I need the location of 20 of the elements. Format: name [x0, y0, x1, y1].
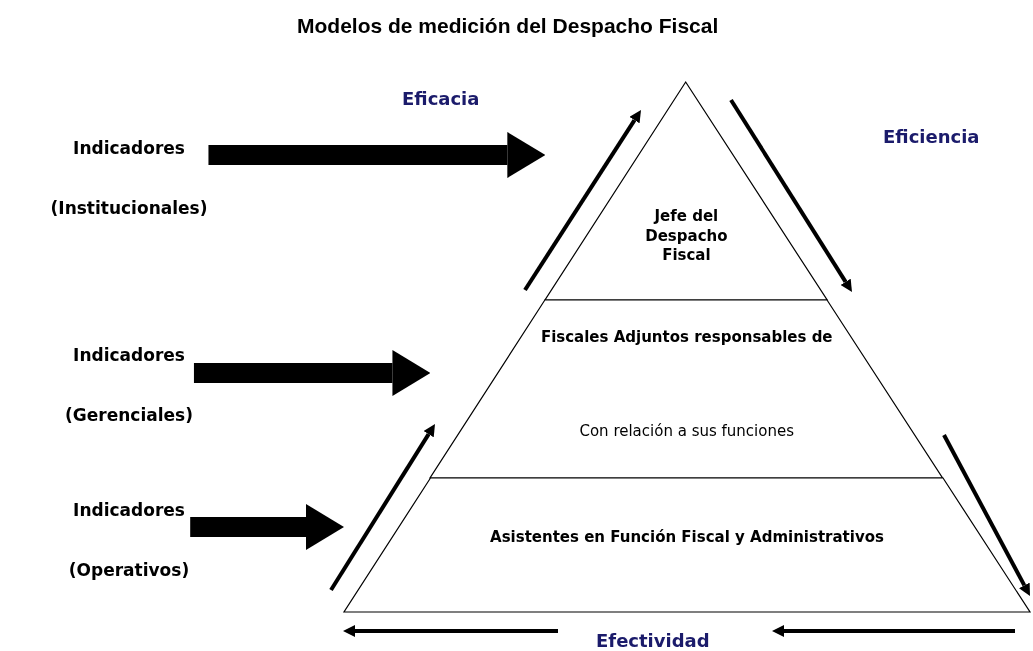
indicator-label: (Institucionales) [50, 198, 208, 218]
pyramid-tier [430, 300, 943, 478]
indicator-label: (Operativos) [68, 560, 190, 580]
diagram-title: Modelos de medición del Despacho Fiscal [297, 14, 719, 38]
indicator-label: Indicadores [73, 138, 185, 158]
indicator-label: Indicadores [73, 500, 185, 520]
tier-label: Asistentes en Función Fiscal y Administrativos [489, 528, 885, 548]
measure-label: Eficiencia [883, 126, 980, 147]
block-arrow [190, 504, 344, 550]
indicator-label: Indicadores [73, 345, 185, 365]
block-arrow [193, 350, 431, 396]
measure-label: Eficacia [402, 88, 480, 109]
tier-label: Fiscales Adjuntos responsables de [539, 328, 834, 348]
pyramid-tier [545, 82, 828, 300]
indicator-label: (Gerenciales) [65, 405, 193, 425]
measure-label: Efectividad [596, 630, 710, 651]
pyramid-tier [344, 478, 1030, 612]
block-arrow [208, 132, 546, 178]
tier-label: Jefe del Despacho Fiscal [644, 207, 729, 266]
tier-label: Con relación a sus funciones [578, 422, 795, 442]
